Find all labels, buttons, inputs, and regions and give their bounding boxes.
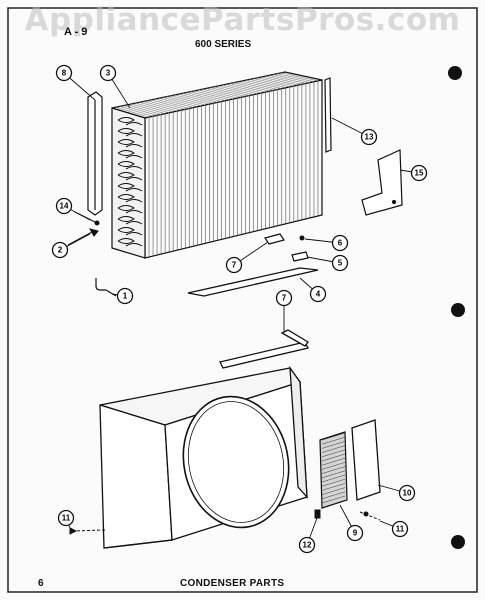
callout-6: 6 [331, 234, 349, 252]
callout-number: 6 [338, 239, 343, 248]
callout-number: 8 [62, 69, 67, 78]
part-13-strip [324, 77, 332, 153]
part-7-angle-strip [219, 329, 309, 369]
part-1-fitting [95, 278, 117, 297]
callout-number: 3 [106, 69, 111, 78]
callout-number: 2 [58, 246, 63, 255]
part-9-grille [319, 431, 348, 509]
callout-number: 1 [123, 292, 128, 301]
part-11-screw-left [69, 527, 106, 535]
callout-8: 8 [55, 64, 73, 82]
callout-number: 9 [353, 529, 358, 538]
callout-11: 11 [391, 520, 409, 538]
callout-5: 5 [331, 254, 349, 272]
callout-13: 13 [360, 128, 378, 146]
series-title: 600 SERIES [195, 39, 252, 50]
callout-3: 3 [99, 64, 117, 82]
callout-number: 11 [62, 514, 71, 523]
part-3-condenser-coil [111, 71, 323, 259]
binder-hole-top [448, 66, 462, 80]
part-5-bracket [291, 251, 309, 262]
part-6-clip [299, 235, 305, 241]
callout-number: 4 [316, 290, 321, 299]
part-10-cover-panel [351, 419, 381, 501]
page-number: 6 [38, 578, 44, 589]
callout-number: 5 [338, 259, 343, 268]
callout-14: 14 [55, 197, 73, 215]
callout-4: 4 [309, 285, 327, 303]
page-border [7, 7, 478, 593]
callout-12: 12 [298, 536, 316, 554]
callout-number: 14 [60, 202, 69, 211]
part-11-screw-right [359, 511, 381, 521]
watermark: AppliancePartsPros.com [24, 2, 461, 38]
callout-number: 7 [232, 261, 237, 270]
footer-title: CONDENSER PARTS [180, 578, 285, 589]
part-8-side-bracket [87, 91, 103, 216]
callout-9: 9 [346, 524, 364, 542]
binder-hole-middle [451, 303, 465, 317]
part-4-rod [187, 267, 319, 297]
part-15-shield-plate [361, 149, 403, 216]
callout-1: 1 [116, 287, 134, 305]
callout-2: 2 [51, 241, 69, 259]
binder-hole-bottom [451, 535, 465, 549]
callout-number: 13 [365, 133, 374, 142]
callout-7: 7 [225, 256, 243, 274]
callout-11: 11 [57, 509, 75, 527]
callout-number: 12 [303, 541, 312, 550]
callout-number: 7 [282, 294, 287, 303]
callout-number: 11 [396, 525, 405, 534]
cabinet-shroud [99, 365, 308, 549]
callout-labels: 8 3 13 15 14 2 6 5 7 4 1 7 10 11 11 12 9 [51, 64, 428, 554]
page-id: A - 9 [64, 26, 88, 38]
part-12-screw [314, 509, 321, 519]
callout-7: 7 [275, 289, 293, 307]
part-2-screw [67, 228, 99, 246]
callout-number: 15 [415, 169, 424, 178]
callout-10: 10 [398, 484, 416, 502]
callout-15: 15 [410, 164, 428, 182]
callout-number: 10 [403, 489, 412, 498]
